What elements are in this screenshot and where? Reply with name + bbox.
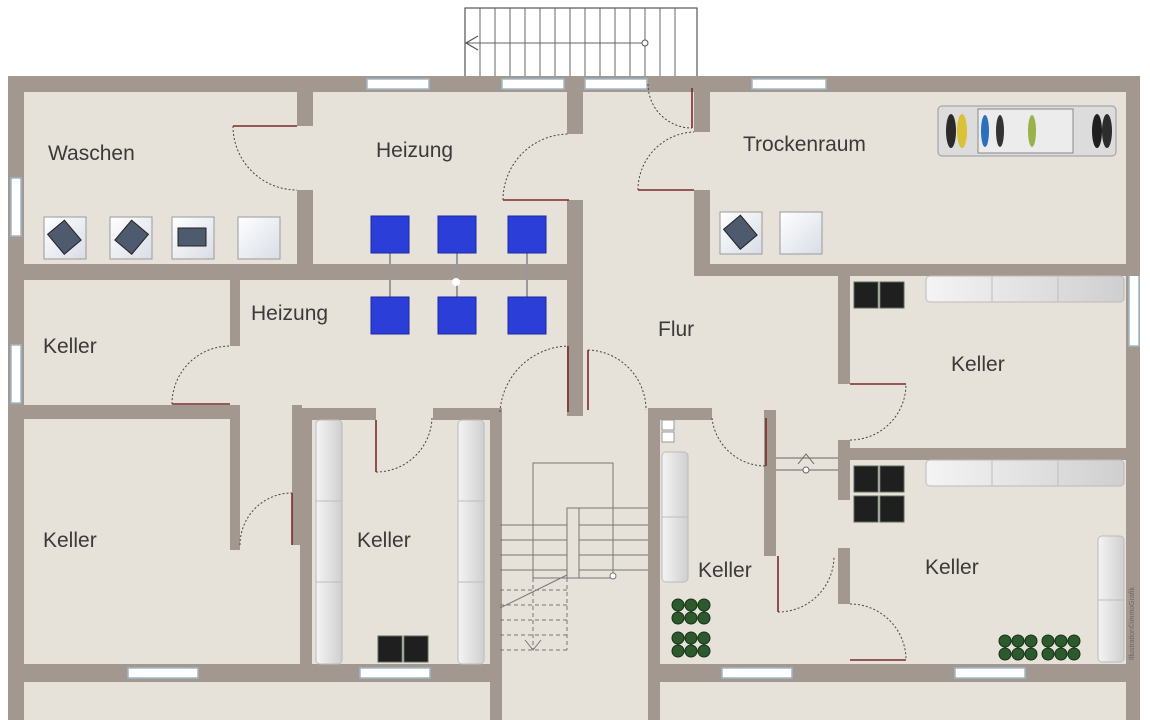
room-label-trockenraum: Trockenraum xyxy=(743,133,866,156)
room-label-keller-left-upper: Keller xyxy=(43,335,97,358)
washing-machines xyxy=(43,216,281,260)
room-label-heizung-mid: Heizung xyxy=(251,302,328,325)
bottle-groups xyxy=(671,598,1081,661)
dryer-machines xyxy=(719,211,823,255)
room-label-heizung-top: Heizung xyxy=(376,139,453,162)
interior-walls xyxy=(24,78,1140,720)
shelf-dividers xyxy=(316,276,1124,601)
illustration-credit: Illustration©immoGrafik xyxy=(1128,587,1136,660)
room-labels: Waschen Heizung Trockenraum Heizung Kell… xyxy=(43,133,1005,582)
room-label-keller-right-center: Keller xyxy=(698,559,752,582)
ramp-symbol xyxy=(776,453,838,474)
storage-boxes xyxy=(661,419,675,443)
doors xyxy=(171,83,907,661)
room-label-keller-left-lower: Keller xyxy=(43,529,97,552)
room-label-flur: Flur xyxy=(658,318,694,341)
room-label-keller-right-lower: Keller xyxy=(925,556,979,579)
heating-units xyxy=(370,215,547,335)
room-label-keller-center: Keller xyxy=(357,529,411,552)
beverage-crates xyxy=(377,281,905,663)
windows xyxy=(10,78,1140,679)
interior-staircase xyxy=(499,462,648,651)
room-label-waschen: Waschen xyxy=(48,142,135,165)
room-label-keller-right-upper: Keller xyxy=(951,353,1005,376)
exterior-staircase xyxy=(464,7,698,81)
shoe-rack xyxy=(937,105,1117,157)
